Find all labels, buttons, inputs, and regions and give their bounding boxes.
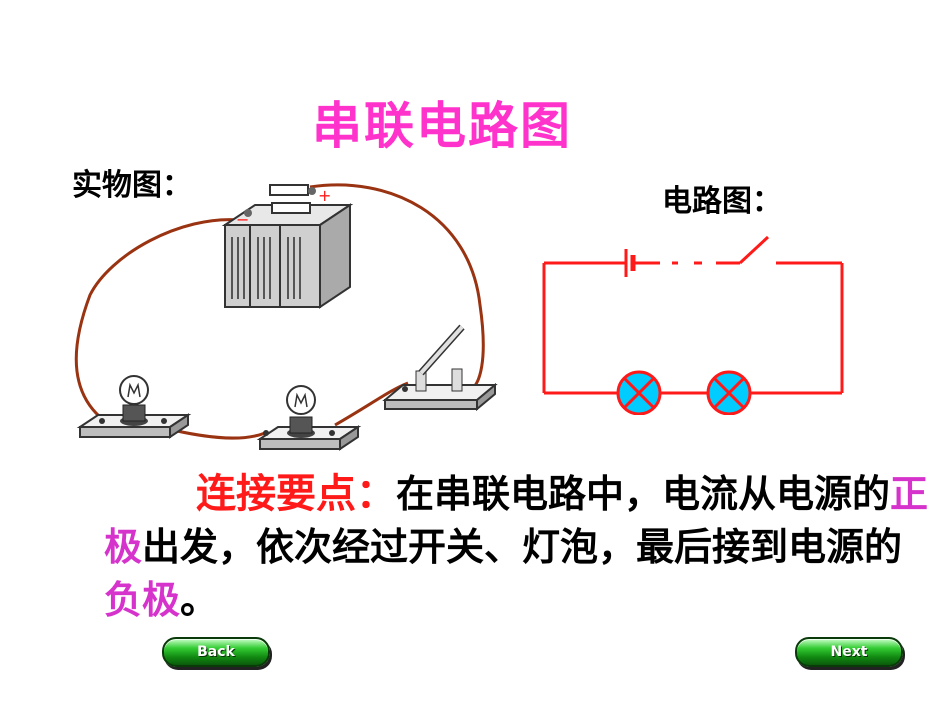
lamp-symbol-2-icon — [706, 370, 752, 415]
battery-plus-sign: + — [318, 186, 331, 205]
switch-icon — [382, 324, 498, 412]
description-keyword: 连接要点： — [196, 471, 396, 517]
page-title: 串联电路图 — [312, 97, 572, 155]
battery-minus-sign: − — [236, 210, 249, 229]
back-button[interactable]: Back — [162, 637, 270, 667]
description-text-2: 出发，依次经过开关、灯泡，最后接到电源的 — [142, 525, 903, 569]
description-text-1: 在串联电路中，电流从电源的 — [396, 472, 891, 516]
negative-pole-highlight: 负极 — [104, 578, 181, 622]
physical-diagram-label: 实物图： — [72, 168, 192, 203]
circuit-diagram-label: 电路图： — [662, 184, 782, 219]
positive-pole-highlight: 正极 — [104, 472, 929, 569]
wire-battery-to-lamp1 — [74, 218, 241, 419]
connection-description: 连接要点：在串联电路中，电流从电源的正极出发，依次经过开关、灯泡，最后接到电源的… — [104, 468, 934, 627]
description-text-3: 。 — [180, 578, 219, 622]
circuit-schematic — [542, 235, 844, 415]
switch-lever — [738, 235, 770, 265]
battery-icon — [221, 184, 354, 309]
next-button[interactable]: Next — [795, 637, 903, 667]
lamp-2-icon — [256, 385, 362, 451]
battery-symbol-icon — [624, 249, 636, 277]
lamp-1-icon — [76, 375, 192, 439]
lamp-symbol-1-icon — [616, 370, 662, 415]
wire-battery-to-switch — [309, 183, 485, 392]
physical-circuit-illustration: + − — [74, 183, 498, 451]
